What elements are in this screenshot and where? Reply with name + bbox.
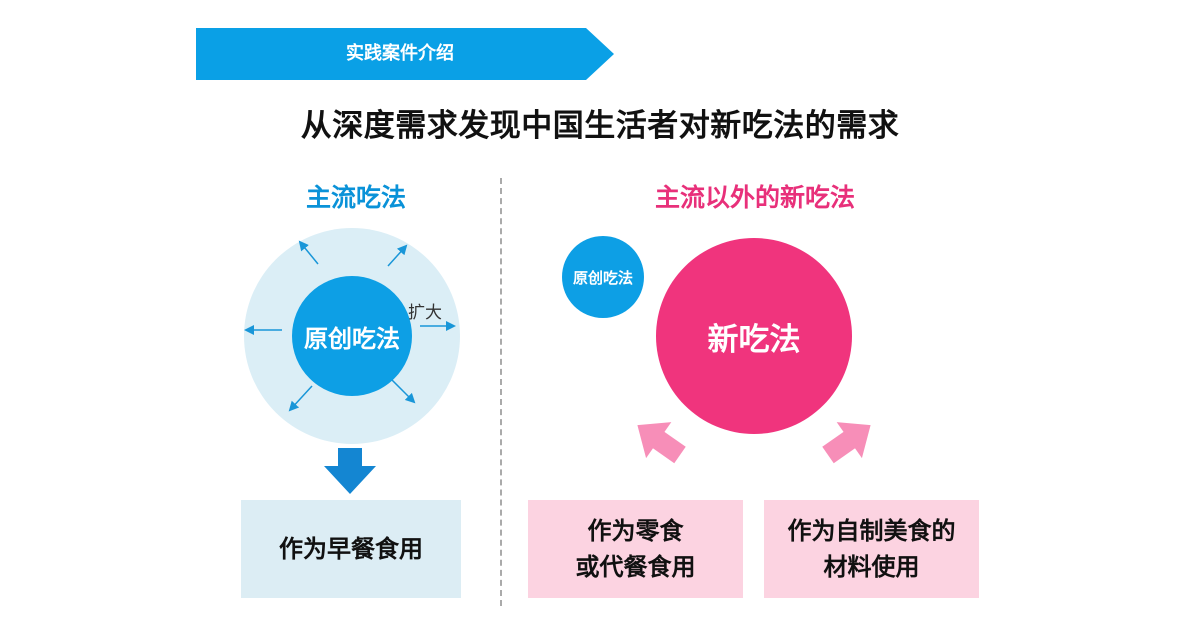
- header-banner: [196, 28, 614, 80]
- down-arrow: [324, 448, 376, 494]
- banner-label: 实践案件介绍: [346, 43, 454, 64]
- breakfast-box-label: 作为早餐食用: [279, 535, 423, 563]
- expand-arrow-down-left: [288, 385, 313, 412]
- pink-arrow-left: [637, 422, 686, 464]
- original-method-circle: [292, 276, 412, 396]
- section-divider: [500, 178, 502, 606]
- left-section-title: 主流吃法: [305, 183, 406, 212]
- small-circle-label: 原创吃法: [572, 268, 633, 287]
- original-method-small-circle: [562, 236, 644, 318]
- snack-box: 作为零食 或代餐食用: [528, 500, 743, 598]
- snack-box-line1: 作为零食: [587, 517, 684, 545]
- expand-arrow-up-left: [298, 240, 319, 265]
- snack-box-line2: 或代餐食用: [575, 553, 696, 581]
- pink-arrow-right: [822, 422, 871, 464]
- right-section-title: 主流以外的新吃法: [654, 183, 855, 212]
- expand-arrow-up-right: [387, 244, 408, 267]
- original-method-label: 原创吃法: [304, 324, 400, 353]
- breakfast-box: 作为早餐食用: [241, 500, 461, 598]
- expand-arrow-down-right: [391, 379, 416, 404]
- expand-label: 扩大: [408, 303, 442, 323]
- new-method-label: 新吃法: [707, 321, 801, 358]
- ingredient-box-line1: 作为自制美食的: [787, 517, 956, 545]
- ingredient-box: 作为自制美食的 材料使用: [764, 500, 979, 598]
- page-title: 从深度需求发现中国生活者对新吃法的需求: [300, 108, 900, 144]
- ingredient-box-line2: 材料使用: [823, 553, 920, 581]
- new-method-circle: [656, 238, 852, 434]
